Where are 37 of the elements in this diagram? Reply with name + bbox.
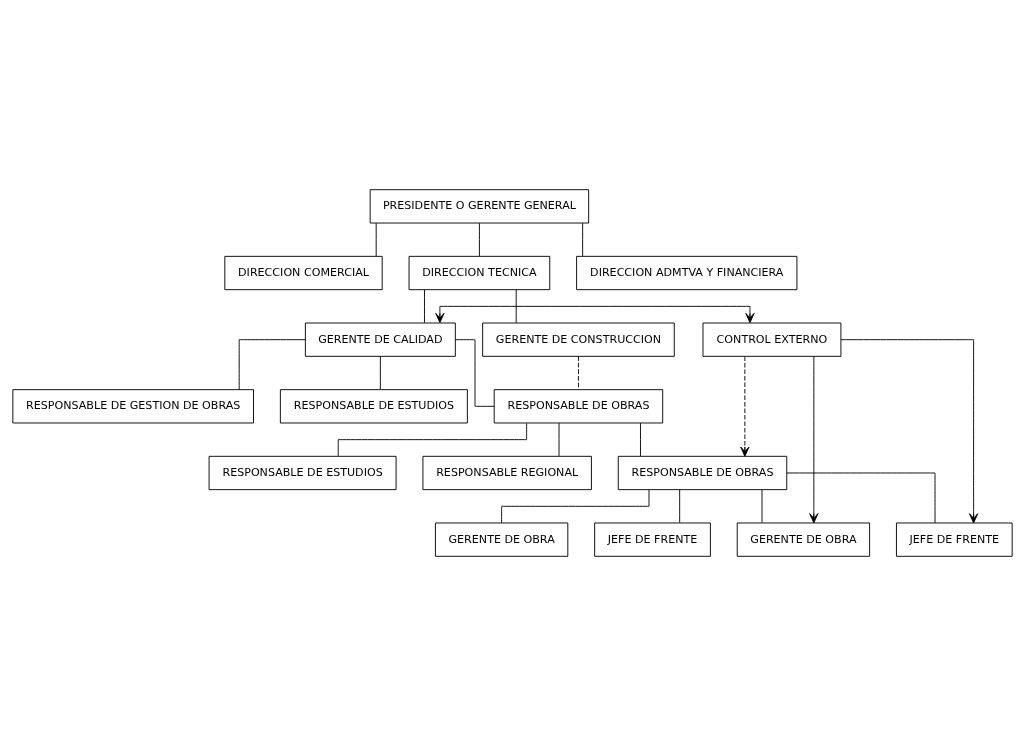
connector (558, 422, 560, 456)
connector (578, 355, 579, 390)
node-box: JEFE DE FRENTE (594, 522, 711, 557)
connector (238, 338, 306, 390)
connector (424, 288, 425, 323)
arrow (809, 355, 819, 523)
node-box: CONTROL EXTERNO (702, 322, 842, 357)
connector (640, 422, 641, 456)
node-box: RESPONSABLE DE GESTION DE OBRAS (12, 388, 254, 423)
connector (515, 288, 517, 323)
connector (337, 422, 528, 456)
node-box: GERENTE DE OBRA (434, 522, 569, 557)
connector (679, 488, 681, 523)
connector (582, 222, 584, 256)
node-box: PRESIDENTE O GERENTE GENERAL (369, 188, 590, 223)
node-box: RESPONSABLE DE OBRAS (617, 455, 788, 490)
node-box: RESPONSABLE DE ESTUDIOS (208, 455, 397, 490)
node-box: GERENTE DE CONSTRUCCION (482, 322, 675, 357)
node-box: RESPONSABLE DE OBRAS (493, 388, 664, 423)
connector (375, 222, 377, 256)
node-box: GERENTE DE CALIDAD (304, 322, 456, 357)
connector (761, 488, 763, 523)
node-box: RESPONSABLE DE ESTUDIOS (279, 388, 468, 423)
node-box: DIRECCION TECNICA (408, 255, 551, 290)
node-box: RESPONSABLE REGIONAL (422, 455, 592, 490)
node-box: JEFE DE FRENTE (896, 522, 1013, 557)
node-box: DIRECCION COMERCIAL (224, 255, 383, 290)
node-box: DIRECCION ADMTVA Y FINANCIERA (576, 255, 798, 290)
connector (501, 489, 650, 523)
connector (454, 338, 495, 407)
connector (478, 222, 480, 256)
connector (786, 472, 936, 523)
connector (379, 355, 381, 390)
node-box: GERENTE DE OBRA (736, 522, 871, 557)
arrow (740, 355, 750, 457)
arrow (435, 305, 755, 323)
arrow (840, 338, 979, 523)
